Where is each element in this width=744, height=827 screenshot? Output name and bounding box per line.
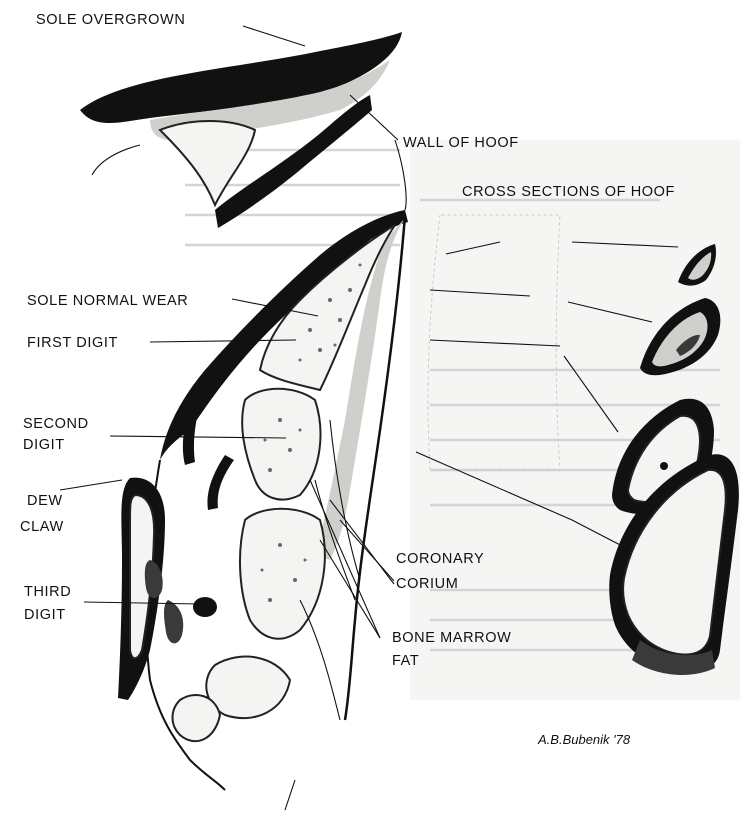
artist-signature: A.B.Bubenik '78 bbox=[537, 732, 631, 747]
label-dew-claw-line1: DEW bbox=[27, 493, 63, 509]
overgrown-hoof-drawing bbox=[80, 32, 402, 228]
label-coronary-corium-line1: CORONARY bbox=[396, 551, 484, 567]
label-sole-normal-wear: SOLE NORMAL WEAR bbox=[27, 293, 188, 309]
label-coronary-corium-line2: CORIUM bbox=[396, 576, 458, 592]
label-bone-marrow-fat-line2: FAT bbox=[392, 653, 419, 669]
label-third-digit-line2: DIGIT bbox=[24, 607, 66, 623]
label-cross-sections-of-hoof: CROSS SECTIONS OF HOOF bbox=[462, 184, 675, 200]
label-first-digit: FIRST DIGIT bbox=[27, 335, 118, 351]
label-wall-of-hoof: WALL OF HOOF bbox=[403, 135, 519, 151]
label-second-digit-line2: DIGIT bbox=[23, 437, 65, 453]
label-third-digit-line1: THIRD bbox=[24, 584, 71, 600]
label-bone-marrow-fat-line1: BONE MARROW bbox=[392, 630, 511, 646]
label-dew-claw-line2: CLAW bbox=[20, 519, 64, 535]
label-second-digit-line1: SECOND bbox=[23, 416, 89, 432]
label-sole-overgrown: SOLE OVERGROWN bbox=[36, 12, 185, 28]
